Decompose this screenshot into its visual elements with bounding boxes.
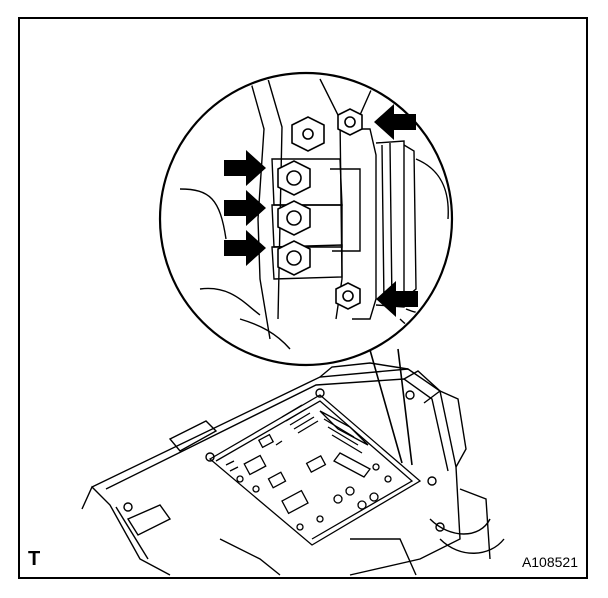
arrow-right-icon (224, 150, 266, 186)
hex-bolt-icon (337, 108, 363, 136)
detail-magnifier (158, 71, 454, 367)
circuit-board (208, 394, 422, 546)
bolt-set (277, 108, 363, 310)
pointer-arrows (224, 104, 418, 317)
hex-bolt-icon (277, 160, 311, 196)
arrow-right-icon (224, 190, 266, 226)
hex-bolt-icon (277, 240, 311, 276)
callout-leader (369, 348, 413, 466)
arrow-left-icon (374, 104, 416, 140)
hex-bolt-icon (291, 116, 325, 152)
inverter-housing (81, 362, 505, 576)
figure-id-label: A108521 (521, 554, 578, 570)
figure-frame: T A108521 (18, 17, 588, 579)
view-code-label: T (28, 548, 41, 570)
arrow-left-icon (376, 281, 418, 317)
exploded-view-illustration (81, 71, 505, 576)
hex-bolt-icon (277, 200, 311, 236)
arrow-right-icon (224, 230, 266, 266)
hex-bolt-icon (335, 282, 361, 310)
